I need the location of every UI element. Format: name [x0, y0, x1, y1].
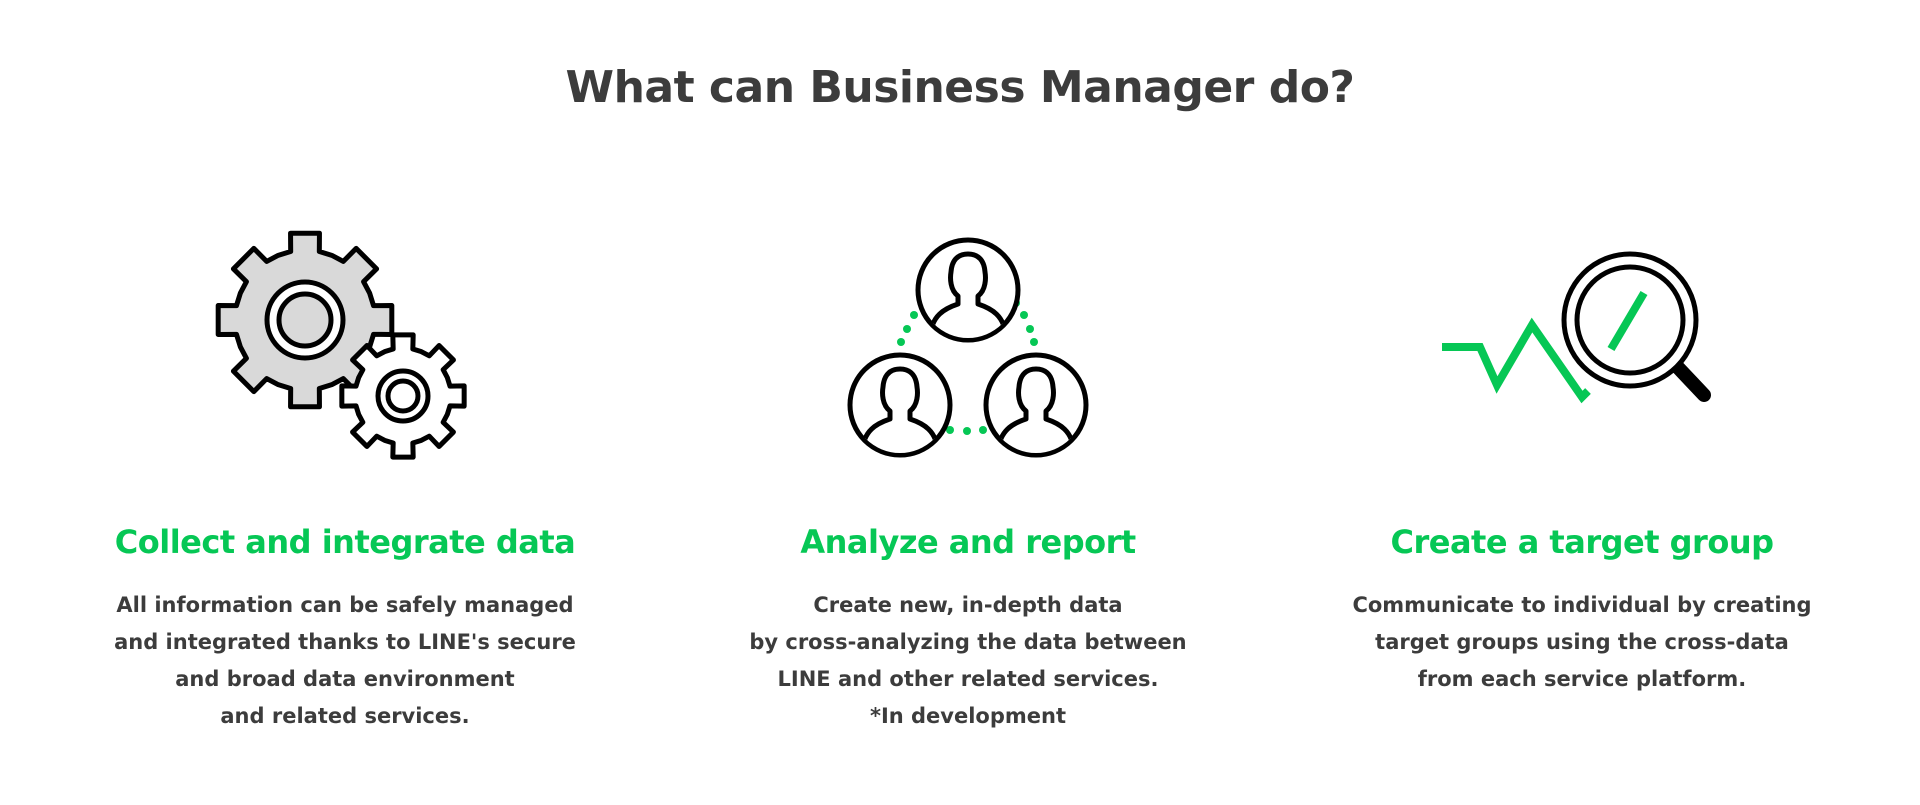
feature-analyze: Analyze and report Create new, in-depth …	[698, 215, 1238, 735]
desc-line: target groups using the cross-data	[1375, 630, 1789, 654]
desc-line: from each service platform.	[1417, 667, 1747, 691]
desc-line: Communicate to individual by creating	[1352, 593, 1812, 617]
gears-icon	[75, 215, 615, 475]
feature-collect: Collect and integrate data All informati…	[75, 215, 615, 735]
feature-title: Analyze and report	[800, 523, 1136, 561]
desc-line: *In development	[869, 704, 1067, 728]
magnifier-chart-icon	[1312, 215, 1852, 475]
feature-title: Collect and integrate data	[114, 523, 576, 561]
user-network-icon	[698, 215, 1238, 475]
desc-line: Create new, in-depth data	[813, 593, 1123, 617]
feature-title: Create a target group	[1390, 523, 1774, 561]
desc-line: and related services.	[220, 704, 470, 728]
feature-description: Create new, in-depth data by cross-analy…	[698, 587, 1238, 735]
desc-line: LINE and other related services.	[777, 667, 1159, 691]
desc-line: by cross-analyzing the data between	[749, 630, 1187, 654]
feature-description: All information can be safely managed an…	[75, 587, 615, 735]
desc-line: and broad data environment	[175, 667, 515, 691]
feature-target: Create a target group Communicate to ind…	[1312, 215, 1852, 698]
desc-line: All information can be safely managed	[116, 593, 574, 617]
feature-description: Communicate to individual by creating ta…	[1312, 587, 1852, 698]
desc-line: and integrated thanks to LINE's secure	[114, 630, 576, 654]
page-title: What can Business Manager do?	[565, 62, 1355, 113]
